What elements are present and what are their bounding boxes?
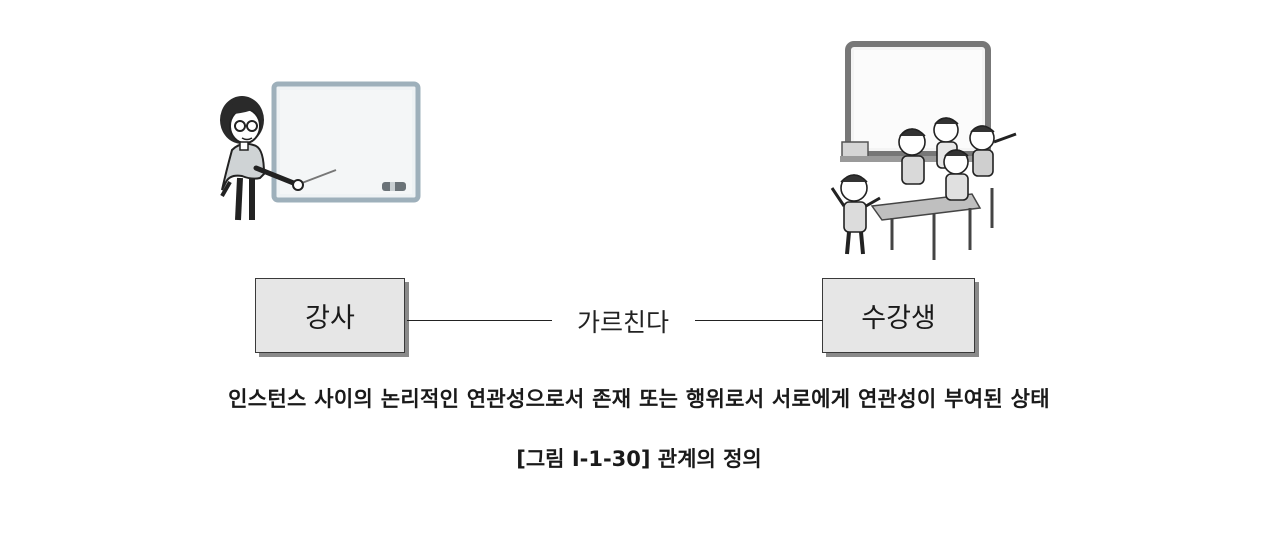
relationship-line-right (695, 320, 823, 321)
entity-box-student: 수강생 (822, 278, 975, 353)
entity-label-student: 수강생 (861, 303, 936, 334)
students-illustration (830, 41, 1017, 260)
relationship-line-left (407, 320, 552, 321)
entity-label-instructor: 강사 (305, 303, 355, 334)
figure-caption: [그림 Ⅰ-1-30] 관계의 정의 (516, 447, 762, 471)
relationship-label: 가르친다 (576, 308, 669, 337)
entity-box-instructor: 강사 (255, 278, 405, 353)
definition-text: 인스턴스 사이의 논리적인 연관성으로서 존재 또는 행위로서 서로에게 연관성… (228, 387, 1050, 411)
teacher-illustration (220, 81, 421, 221)
